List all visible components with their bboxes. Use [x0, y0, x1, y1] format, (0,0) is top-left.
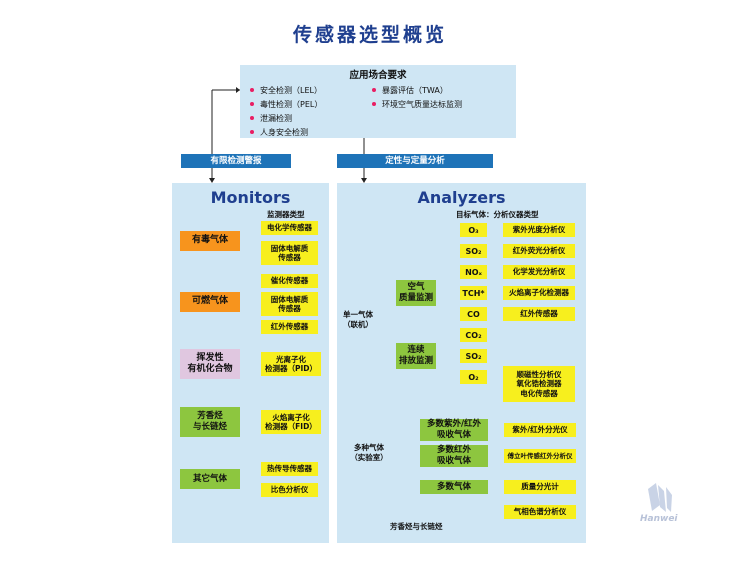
category-combustible-gas: 可燃气体	[180, 292, 240, 312]
monitor-type: 火焰离子化 检测器（FID）	[261, 410, 321, 434]
gas-so2: SO₂	[460, 244, 487, 258]
gas-o2: O₂	[460, 370, 487, 384]
requirement-item: 安全检测（LEL）	[260, 86, 322, 95]
bullet-icon	[250, 88, 254, 92]
monitor-type: 红外传感器	[261, 320, 318, 334]
air-quality-monitoring: 空气 质量监测	[396, 280, 436, 306]
single-gas-label: 单一气体 （联机）	[343, 310, 373, 329]
monitors-title: Monitors	[210, 188, 291, 207]
gas-so2-emission: SO₂	[460, 349, 487, 363]
bullet-icon	[372, 102, 376, 106]
requirement-item: 环境空气质量达标监测	[382, 100, 462, 109]
analyzer-type: 紫外/红外分光仪	[504, 423, 576, 437]
monitor-type: 电化学传感器	[261, 221, 318, 235]
monitor-type: 固体电解质 传感器	[261, 241, 318, 265]
bullet-icon	[250, 116, 254, 120]
requirement-item: 人身安全检测	[260, 128, 308, 137]
category-toxic-gas: 有毒气体	[180, 231, 240, 251]
analyzer-type: 红外荧光分析仪	[503, 244, 575, 258]
requirement-item: 毒性检测（PEL）	[260, 100, 323, 109]
category-other-gases: 其它气体	[180, 469, 240, 489]
logo-text: Hanwei	[640, 514, 678, 524]
analyzer-type: 质量分光计	[504, 480, 576, 494]
multi-method: 多数红外 吸收气体	[420, 445, 488, 467]
monitor-type: 光离子化 检测器（PID）	[261, 352, 321, 376]
multi-gas-label: 多种气体 （实验室）	[350, 443, 388, 462]
analyzer-type: 火焰离子化检测器	[503, 286, 575, 300]
analyzer-type: 傅立叶传感红外分析仪	[504, 449, 576, 463]
footnote: 芳香烃与长链烃	[390, 522, 443, 531]
analyzer-type: 气相色谱分析仪	[504, 505, 576, 519]
analyzer-type: 紫外光度分析仪	[503, 223, 575, 237]
requirements-box	[240, 65, 516, 138]
banner-limited-detection: 有限检测警报	[181, 154, 291, 168]
monitor-type: 固体电解质 传感器	[261, 292, 318, 316]
monitors-subtitle: 监测器类型	[267, 210, 305, 219]
page-title: 传感器选型概览	[292, 24, 447, 46]
requirement-item: 泄漏检测	[260, 114, 292, 123]
gas-nox: NOₓ	[460, 265, 487, 279]
monitor-type: 热传导传感器	[261, 462, 318, 476]
analyzer-type: 化学发光分析仪	[503, 265, 575, 279]
multi-method: 多数气体	[420, 480, 488, 494]
emission-monitoring: 连续 排放监测	[396, 343, 436, 369]
monitor-type: 催化传感器	[261, 274, 318, 288]
bullet-icon	[372, 88, 376, 92]
requirement-item: 暴露评估（TWA）	[382, 86, 448, 95]
bullet-icon	[250, 102, 254, 106]
analyzer-type-o2: 顺磁性分析仪 氧化锆检测器 电化传感器	[503, 366, 575, 402]
banner-analysis: 定性与定量分析	[337, 154, 493, 168]
gas-co: CO	[460, 307, 487, 321]
requirements-heading: 应用场合要求	[349, 70, 407, 81]
monitor-type: 比色分析仪	[261, 483, 318, 497]
gas-o3: O₃	[460, 223, 487, 237]
bullet-icon	[250, 130, 254, 134]
gas-co2: CO₂	[460, 328, 487, 342]
multi-method: 多数紫外/红外 吸收气体	[420, 419, 488, 441]
category-voc: 挥发性 有机化合物	[180, 349, 240, 379]
gas-tch: TCH*	[460, 286, 487, 300]
analyzer-type: 红外传感器	[503, 307, 575, 321]
analyzers-title: Analyzers	[417, 188, 506, 207]
category-aromatic-hydrocarbons: 芳香烃 与长链烃	[180, 407, 240, 437]
analyzers-subtitle: 目标气体：分析仪器类型	[456, 210, 539, 219]
